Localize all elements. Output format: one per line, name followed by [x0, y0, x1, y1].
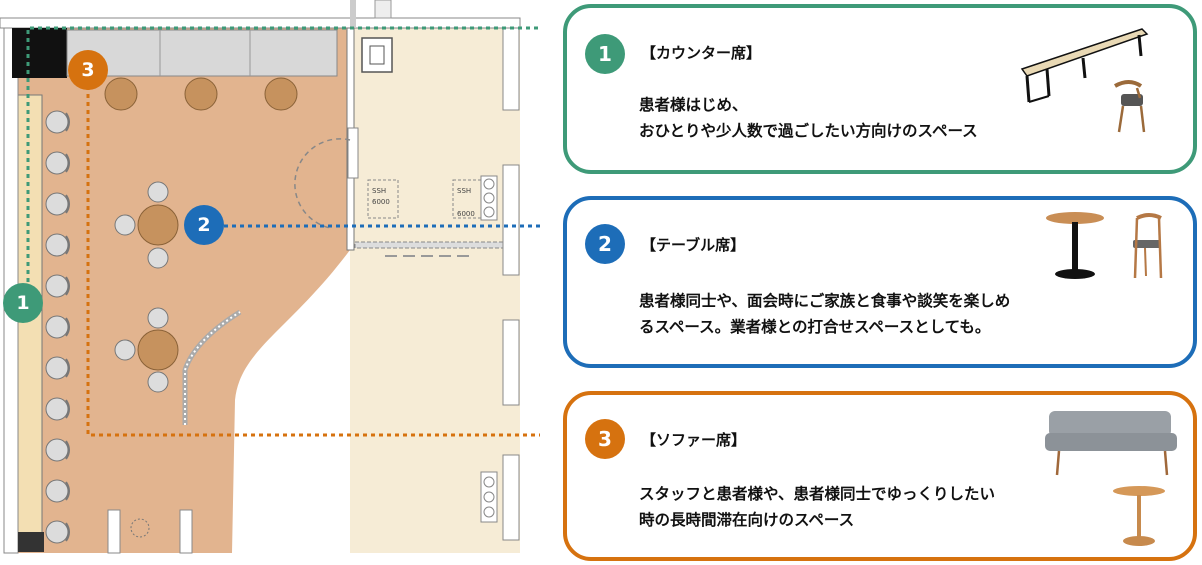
dimension-label: SSH — [372, 187, 386, 195]
counter-chair-back — [65, 194, 70, 214]
counter-chair-back — [65, 481, 70, 501]
window-room — [350, 28, 520, 553]
card-description-line: 患者様はじめ、 — [639, 96, 748, 114]
corner-pillar-bottom — [18, 532, 44, 552]
counter-chair — [45, 438, 69, 462]
counter-chair — [45, 520, 69, 544]
counter-chairs — [45, 110, 70, 544]
table-set — [114, 181, 179, 269]
sofa-table — [104, 77, 138, 111]
counter-chair-back — [65, 112, 70, 132]
counter-chair-back — [65, 235, 70, 255]
floorplan-marker-2: 2 — [184, 205, 224, 245]
counter-seat-card: 1 【カウンター席】 患者様はじめ、 おひとりや少人数で過ごしたい方向けのスペー… — [563, 4, 1197, 174]
cafe-floor — [18, 28, 350, 553]
round-table — [137, 329, 179, 371]
sofa-and-table-image — [1045, 411, 1177, 546]
counter-chair-back — [65, 358, 70, 378]
dimension-label: SSH — [457, 187, 471, 195]
card-number-badge: 2 — [585, 224, 625, 264]
sofa-seat-card: 3 【ソファー席】 スタッフと患者様や、患者様同士でゆっくりしたい 時の長時間滞… — [563, 391, 1197, 561]
counter-chair — [45, 192, 69, 216]
counter-chair — [45, 233, 69, 257]
counter-chair — [45, 356, 69, 380]
card-description-line: おひとりや少人数で過ごしたい方向けのスペース — [639, 122, 978, 140]
round-table — [137, 204, 179, 246]
card-number-badge: 3 — [585, 419, 625, 459]
counter-chair-back — [65, 317, 70, 337]
black-column — [12, 28, 67, 78]
counter-chair-back — [65, 276, 70, 296]
card-title: 【ソファー席】 — [641, 431, 747, 449]
card-description-line: 患者様同士や、面会時にご家族と食事や談笑を楽しめ — [639, 292, 1011, 310]
card-title: 【テーブル席】 — [641, 236, 746, 254]
counter-chair-back — [65, 153, 70, 173]
sofa — [66, 29, 338, 77]
counter-chair — [45, 274, 69, 298]
counter-table-image — [1020, 28, 1149, 133]
table-and-chair-image — [1046, 212, 1163, 279]
dimension-label: 6000 — [457, 210, 475, 218]
counter-chair-back — [65, 440, 70, 460]
card-number-badge: 1 — [585, 34, 625, 74]
counter-chair — [45, 397, 69, 421]
sofa-table — [264, 77, 298, 111]
card-description-line: 時の長時間滞在向けのスペース — [639, 511, 855, 529]
counter-chair — [45, 151, 69, 175]
floorplan-marker-1: 1 — [3, 283, 43, 323]
counter-chair-back — [65, 399, 70, 419]
sofa-table — [184, 77, 218, 111]
floor-plan: SSH 6000 SSH 6000 — [0, 0, 540, 554]
card-title: 【カウンター席】 — [641, 44, 762, 62]
dimension-label: 6000 — [372, 198, 390, 206]
counter-chair — [45, 315, 69, 339]
table-seat-card: 2 【テーブル席】 患者様同士や、面会時にご家族と食事や談笑を楽しめ るスペース… — [563, 196, 1197, 368]
counter-chair — [45, 479, 69, 503]
table-set — [114, 307, 179, 393]
card-description-line: るスペース。業者様との打合せスペースとしても。 — [639, 318, 991, 336]
floorplan-marker-3: 3 — [68, 50, 108, 90]
card-description-line: スタッフと患者様や、患者様同士でゆっくりしたい — [639, 485, 996, 503]
counter-chair — [45, 110, 69, 134]
counter-chair-back — [65, 522, 70, 542]
